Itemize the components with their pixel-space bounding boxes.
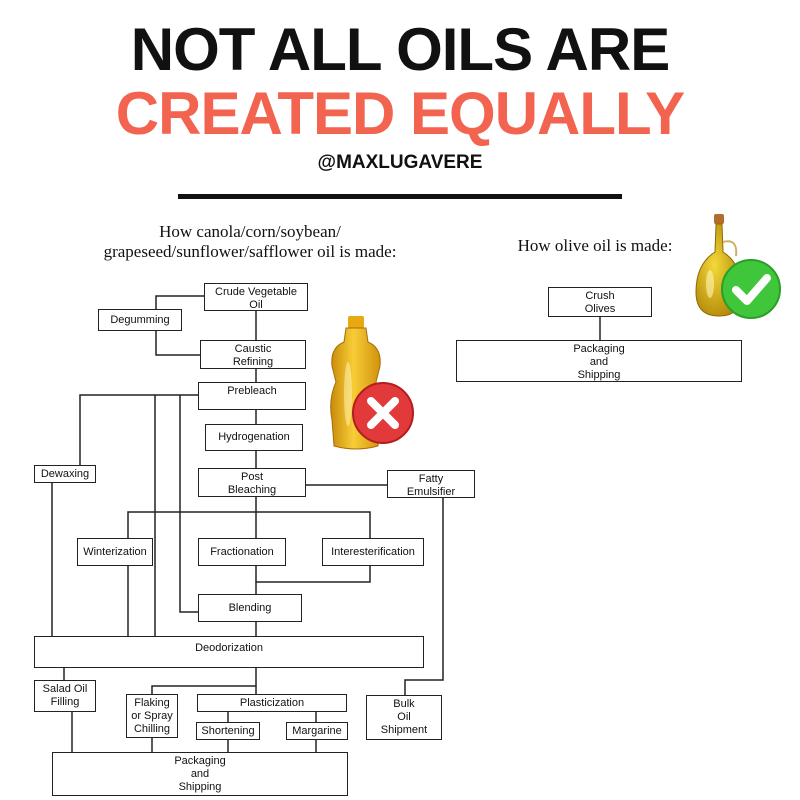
step-bulk-oil-shipment: Bulk Oil Shipment — [366, 695, 442, 740]
step-deodorization: Deodorization — [34, 636, 424, 668]
seed-oil-caption-line-1: How canola/corn/soybean/ — [159, 222, 341, 241]
step-fractionation: Fractionation — [198, 538, 286, 566]
step-caustic-refining: Caustic Refining — [200, 340, 306, 369]
step-dewaxing: Dewaxing — [34, 465, 96, 483]
step-shortening: Shortening — [196, 722, 260, 740]
step-fatty-emulsifier: Fatty Emulsifier — [387, 470, 475, 498]
step-packaging-and-shipping: Packaging and Shipping — [52, 752, 348, 796]
step-crush-olives: Crush Olives — [548, 287, 652, 317]
step-crude-vegetable-oil: Crude Vegetable Oil — [204, 283, 308, 311]
step-prebleach: Prebleach — [198, 382, 306, 410]
olive-oil-caption: How olive oil is made: — [517, 236, 673, 255]
headline-line-2: CREATED EQUALLY — [115, 80, 685, 147]
red-x-icon — [352, 382, 414, 444]
step-olive-packaging-and-shipping: Packaging and Shipping — [456, 340, 742, 382]
header-divider — [178, 194, 622, 199]
seed-oil-caption: How canola/corn/soybean/ grapeseed/sunfl… — [40, 222, 460, 262]
step-hydrogenation: Hydrogenation — [205, 424, 303, 451]
step-flaking-or-spray-chilling: Flaking or Spray Chilling — [126, 694, 178, 738]
step-salad-oil-filling: Salad Oil Filling — [34, 680, 96, 712]
step-winterization: Winterization — [77, 538, 153, 566]
author-handle: @MAXLUGAVERE — [317, 152, 483, 173]
step-margarine: Margarine — [286, 722, 348, 740]
step-blending: Blending — [198, 594, 302, 622]
step-plasticization: Plasticization — [197, 694, 347, 712]
step-degumming: Degumming — [98, 309, 182, 331]
green-check-icon — [721, 259, 781, 319]
step-post-bleaching: Post Bleaching — [198, 468, 306, 497]
step-interesterification: Interesterification — [322, 538, 424, 566]
headline-line-1: NOT ALL OILS ARE — [130, 16, 670, 83]
seed-oil-caption-line-2: grapeseed/sunflower/safflower oil is mad… — [103, 242, 397, 261]
